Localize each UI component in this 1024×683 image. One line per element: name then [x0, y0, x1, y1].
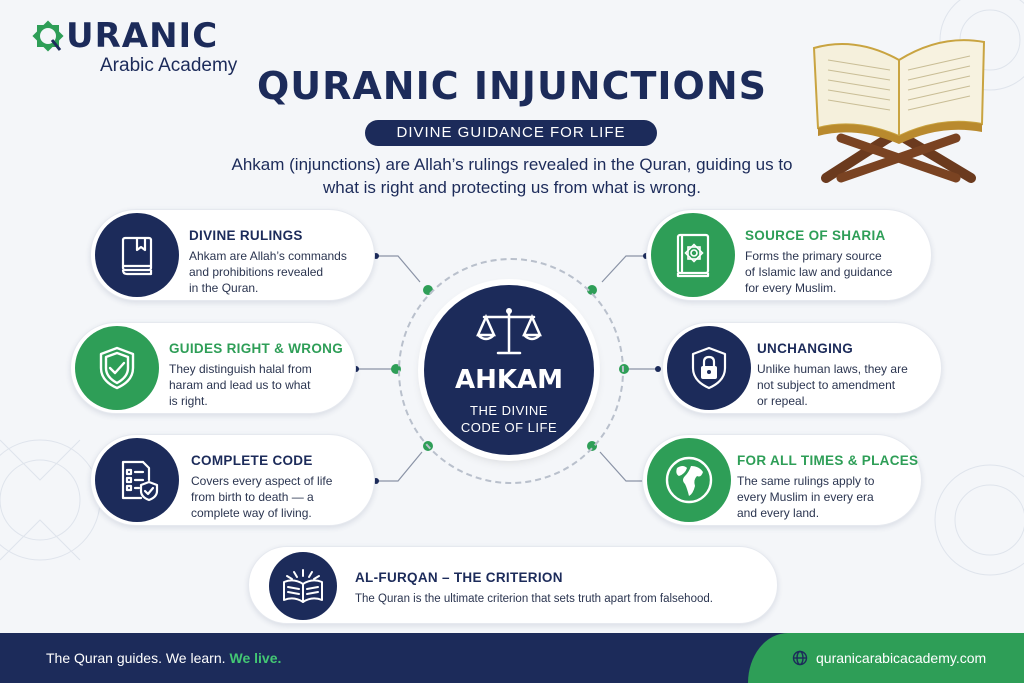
card-title: SOURCE OF SHARIA: [745, 228, 886, 243]
card-text-line: haram and lead us to what: [169, 378, 311, 392]
card-text-line: of Islamic law and guidance: [745, 265, 893, 279]
card-text-line: Covers every aspect of life: [191, 474, 333, 488]
card-text-line: Unlike human laws, they are: [757, 362, 908, 376]
card-text-line: Forms the primary source: [745, 249, 882, 263]
card-text-line: Ahkam are Allah’s commands: [189, 249, 347, 263]
card-text-line: in the Quran.: [189, 281, 259, 295]
card-text: Unlike human laws, they are not subject …: [757, 361, 908, 409]
logo-wordmark: URANIC: [66, 16, 219, 56]
ahkam-center: AHKAM THE DIVINE CODE OF LIFE: [424, 285, 594, 455]
card-text-line: every Muslim in every era: [737, 490, 874, 504]
book-icon: [121, 236, 153, 276]
footer-slogan: The Quran guides. We learn.We live.: [46, 650, 281, 666]
page-title: QURANIC INJUNCTIONS: [256, 64, 768, 108]
card-text-line: is right.: [169, 394, 208, 408]
center-word: AHKAM: [454, 365, 564, 395]
card-text-line: for every Muslim.: [745, 281, 837, 295]
card-text: Covers every aspect of life from birth t…: [191, 473, 332, 521]
card-icon-circle: [95, 438, 179, 522]
card-title: COMPLETE CODE: [191, 453, 313, 468]
card-complete-code: COMPLETE CODE Covers every aspect of lif…: [90, 434, 375, 526]
open-quran-on-stand-icon: [812, 39, 986, 183]
academy-logo: URANIC Arabic Academy: [28, 14, 248, 76]
card-divine-rulings: DIVINE RULINGS Ahkam are Allah’s command…: [90, 209, 375, 301]
card-text-line: They distinguish halal from: [169, 362, 312, 376]
card-title: FOR ALL TIMES & PLACES: [737, 453, 919, 468]
card-icon-circle: [269, 552, 337, 620]
intro-text: Ahkam (injunctions) are Allah’s rulings …: [231, 155, 793, 197]
card-icon-circle: [95, 213, 179, 297]
footer-slogan-text: The Quran guides. We learn.: [46, 650, 226, 666]
card-text: Forms the primary source of Islamic law …: [745, 248, 892, 296]
card-title: UNCHANGING: [757, 341, 853, 356]
card-al-furqan: AL-FURQAN – THE CRITERION The Quran is t…: [248, 546, 778, 624]
card-icon-circle: [75, 326, 159, 410]
card-text-line: or repeal.: [757, 394, 808, 408]
card-guides-right-wrong: GUIDES RIGHT & WRONG They distinguish ha…: [70, 322, 356, 414]
logo-subtitle: Arabic Academy: [100, 55, 238, 76]
center-dashed-ring: [398, 258, 624, 484]
subtitle-pill: DIVINE GUIDANCE FOR LIFE: [365, 120, 657, 146]
card-title: DIVINE RULINGS: [189, 228, 303, 243]
card-unchanging: UNCHANGING Unlike human laws, they are n…: [662, 322, 942, 414]
quran-icon: [676, 233, 710, 278]
card-text: Ahkam are Allah’s commands and prohibiti…: [189, 248, 347, 296]
card-text-line: complete way of living.: [191, 506, 312, 520]
card-icon-circle: [667, 326, 751, 410]
shield-check-icon: [99, 346, 135, 390]
card-all-times-places: FOR ALL TIMES & PLACES The same rulings …: [642, 434, 922, 526]
globe-icon: [665, 456, 713, 504]
checklist-shield-icon: [121, 460, 159, 502]
card-text-line: and prohibitions revealed: [189, 265, 324, 279]
star-q-logo-icon: [32, 20, 64, 52]
card-text: The Quran is the ultimate criterion that…: [355, 593, 713, 605]
center-subtitle-line-1: THE DIVINE: [470, 403, 548, 418]
footer-slogan-accent: We live.: [229, 650, 282, 666]
card-text-line: and every land.: [737, 506, 820, 520]
card-icon-circle: [651, 213, 735, 297]
website-globe-icon: [792, 650, 808, 666]
card-text-line: from birth to death — a: [191, 490, 314, 504]
center-subtitle: THE DIVINE CODE OF LIFE: [424, 402, 594, 436]
card-text-line: The same rulings apply to: [737, 474, 875, 488]
card-text: They distinguish halal from haram and le…: [169, 361, 312, 409]
shield-lock-icon: [691, 346, 727, 390]
open-book-rays-icon: [283, 569, 323, 603]
card-icon-circle: [647, 438, 731, 522]
website-link[interactable]: quranicarabicacademy.com: [816, 650, 987, 666]
card-title: GUIDES RIGHT & WRONG: [169, 341, 343, 356]
card-text: The same rulings apply to every Muslim i…: [737, 473, 874, 521]
card-text-line: not subject to amendment: [757, 378, 896, 392]
scales-of-justice-icon: [476, 308, 542, 355]
card-source-of-sharia: SOURCE OF SHARIA Forms the primary sourc…: [646, 209, 932, 301]
center-subtitle-line-2: CODE OF LIFE: [460, 420, 558, 435]
card-title: AL-FURQAN – THE CRITERION: [355, 570, 563, 585]
